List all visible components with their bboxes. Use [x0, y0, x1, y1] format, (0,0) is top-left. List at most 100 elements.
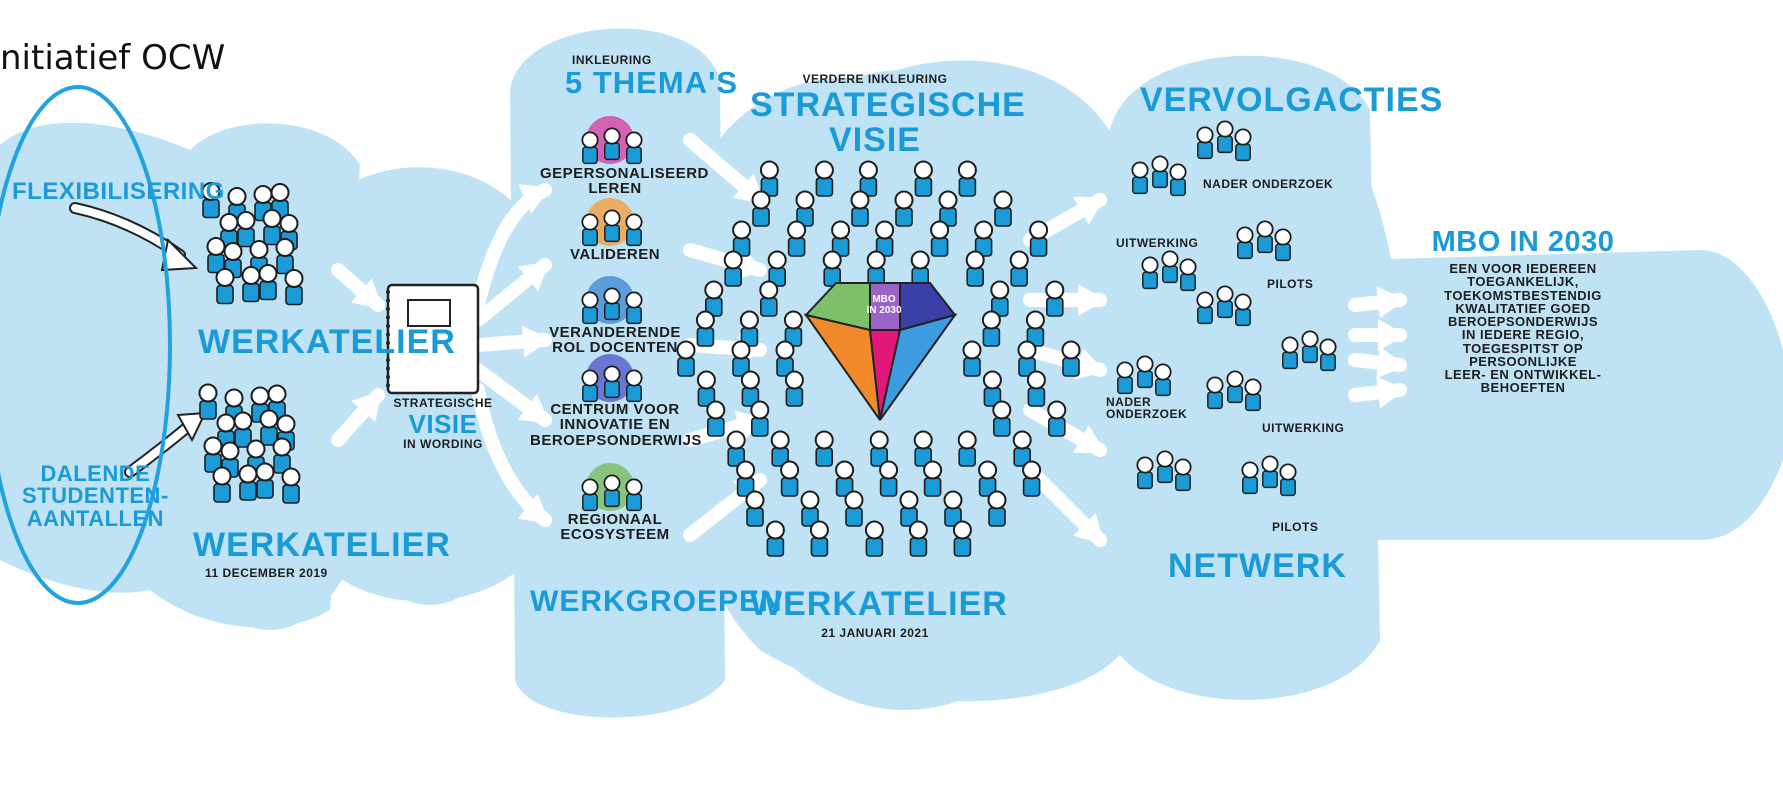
person-figure	[910, 250, 930, 287]
arrow-layer	[69, 133, 1407, 547]
person-figure	[844, 490, 864, 527]
flow-arrow	[331, 388, 385, 447]
person-figure	[822, 250, 842, 287]
person-figure	[795, 190, 815, 227]
input-arrow	[69, 202, 199, 272]
person-figure	[1196, 126, 1214, 160]
person-figure	[913, 430, 933, 467]
person-figure	[894, 190, 914, 227]
person-figure	[1154, 363, 1172, 397]
person-figure	[706, 400, 726, 437]
person-figure	[800, 490, 820, 527]
person-figure	[952, 520, 972, 557]
visie-wording-main: VISIE	[408, 409, 478, 439]
person-figure	[581, 131, 599, 165]
person-figure	[1279, 463, 1297, 497]
person-figure	[943, 490, 963, 527]
person-figure	[908, 520, 928, 557]
person-figure	[1017, 340, 1037, 377]
person-figure	[259, 409, 279, 446]
person-figure	[1241, 461, 1259, 495]
thema-item: REGIONAAL ECOSYSTEEM	[560, 511, 670, 544]
person-figure	[1045, 280, 1065, 317]
person-figure	[581, 369, 599, 403]
person-figure	[581, 291, 599, 325]
person-figure	[745, 490, 765, 527]
werkgroepen-title: WERKGROEPEN	[530, 585, 783, 618]
person-figure	[272, 437, 292, 474]
person-figure	[770, 430, 790, 467]
person-figure	[787, 220, 807, 257]
flow-arrow	[1023, 284, 1107, 316]
person-figure	[1136, 355, 1154, 389]
thema-item: CENTRUM VOOR INNOVATIE EN BEROEPSONDERWI…	[530, 401, 702, 449]
person-figure	[957, 160, 977, 197]
flow-arrow	[471, 363, 552, 427]
person-figure	[284, 269, 304, 306]
person-figure	[1256, 220, 1274, 254]
person-figure	[603, 127, 621, 161]
person-figure	[581, 213, 599, 247]
person-figure	[625, 478, 643, 512]
person-figure	[625, 131, 643, 165]
person-figure	[1061, 340, 1081, 377]
thema-item: VERANDERENDE ROL DOCENTEN	[549, 324, 681, 357]
person-figure	[869, 430, 889, 467]
person-figure	[750, 400, 770, 437]
person-figure	[726, 430, 746, 467]
person-figure	[992, 400, 1012, 437]
person-figure	[739, 310, 759, 347]
person-figure	[930, 220, 950, 257]
person-figure	[201, 182, 221, 219]
person-figure	[1156, 450, 1174, 484]
person-figure	[923, 460, 943, 497]
person-figure	[866, 250, 886, 287]
person-figure	[784, 370, 804, 407]
person-figure	[1141, 256, 1159, 290]
person-figure	[281, 467, 301, 504]
werkatelier-2-date: 11 DECEMBER 2019	[205, 566, 328, 580]
person-figure	[696, 370, 716, 407]
person-figure	[275, 238, 295, 275]
input-label-flexibilisering: FLEXIBILISERING	[12, 178, 225, 205]
person-figure	[695, 310, 715, 347]
person-figure	[1216, 120, 1234, 154]
vervolg-label: NADER ONDERZOEK	[1203, 177, 1334, 191]
person-figure	[603, 287, 621, 321]
person-figure	[1179, 258, 1197, 292]
person-figure	[1261, 455, 1279, 489]
person-figure	[1319, 338, 1337, 372]
page-title: nitiatief OCW	[0, 38, 226, 78]
flow-arrow	[1348, 376, 1407, 409]
person-figure	[1226, 370, 1244, 404]
person-figure	[814, 160, 834, 197]
flow-arrow	[471, 183, 552, 312]
person-figure	[1169, 163, 1187, 197]
person-figure	[1136, 456, 1154, 490]
thema-item: GEPERSONALISEERD LEREN	[540, 165, 709, 198]
flow-arrow	[1348, 346, 1407, 379]
person-figure	[1236, 226, 1254, 260]
person-figure	[1026, 370, 1046, 407]
flow-arrow	[471, 325, 552, 358]
person-figure	[1216, 285, 1234, 319]
person-figure	[603, 209, 621, 243]
person-figure	[1174, 458, 1192, 492]
mbo2030-body: EEN VOOR IEDEREEN TOEGANKELIJK, TOEKOMST…	[1444, 261, 1602, 396]
person-figure	[978, 460, 998, 497]
person-figure	[814, 430, 834, 467]
person-figure	[1234, 293, 1252, 327]
person-figure	[603, 365, 621, 399]
person-figure	[233, 411, 253, 448]
person-figure	[780, 460, 800, 497]
flow-arrow	[1348, 319, 1407, 351]
werkatelier-2-title: WERKATELIER	[193, 526, 451, 564]
person-figure	[1131, 161, 1149, 195]
person-figure	[767, 250, 787, 287]
flow-arrow	[471, 258, 552, 327]
person-figure	[731, 340, 751, 377]
person-figure	[241, 266, 261, 303]
person-figure	[732, 220, 752, 257]
person-figure	[987, 490, 1007, 527]
